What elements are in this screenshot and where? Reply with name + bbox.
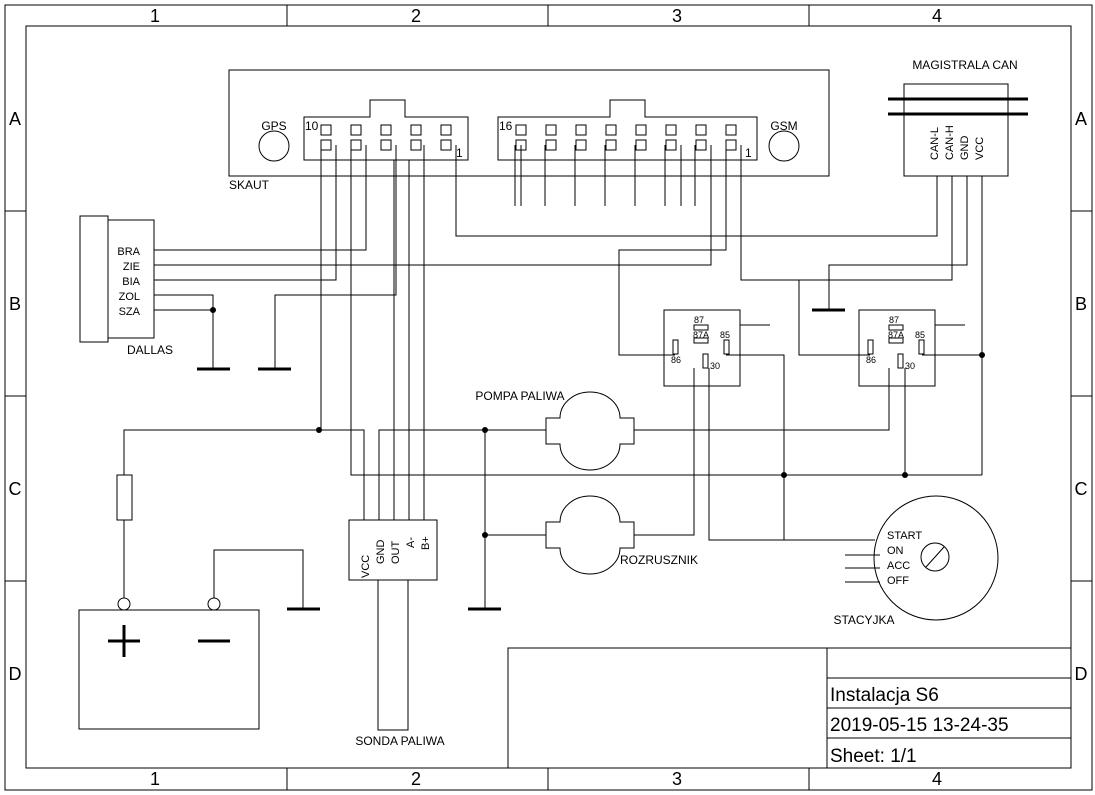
fuse [116, 474, 133, 521]
row-label-right-d: D [1075, 664, 1088, 684]
relay1-pin-85: 85 [720, 330, 730, 340]
gps-label: GPS [261, 119, 286, 133]
relay1-pin-87: 87 [694, 315, 704, 325]
relay-1: 87 87A 85 86 30 [663, 309, 741, 387]
dallas-pin-zie: ZIE [123, 261, 140, 273]
relay1-pin-30: 30 [710, 361, 720, 371]
pin-label-10: 10 [305, 119, 319, 133]
sensor-pin-gnd: GND [375, 540, 387, 565]
relay2-pin-87: 87 [889, 315, 899, 325]
col-label-bottom-3: 3 [672, 769, 682, 789]
row-label-right-c: C [1075, 479, 1088, 499]
title-block: Instalacja S6 2019-05-15 13-24-35 Sheet:… [507, 647, 1072, 769]
sensor-pin-b-plus: B+ [420, 536, 432, 550]
dallas-pin-bia: BIA [122, 276, 140, 288]
col-label-top-1: 1 [150, 6, 160, 26]
col-label-top-2: 2 [411, 6, 421, 26]
fuel-level-sensor: VCC GND OUT A- B+ SONDA PALIWA [348, 519, 445, 748]
row-label-left-c: C [9, 479, 22, 499]
row-label-left-d: D [9, 664, 22, 684]
col-label-bottom-4: 4 [932, 769, 942, 789]
can-bus-label: MAGISTRALA CAN [912, 58, 1017, 72]
ignition-pos-on: ON [887, 545, 904, 557]
battery [78, 597, 260, 730]
col-label-bottom-2: 2 [411, 769, 421, 789]
battery-positive-terminal [117, 597, 131, 611]
starter-motor: ROZRUSZNIK [545, 495, 698, 575]
unused-wire-stubs [514, 145, 696, 206]
gsm-antenna-socket [768, 130, 800, 162]
dallas-pin-sza: SZA [119, 306, 141, 318]
skaut-module: SKAUT GPS GSM 10 1 16 1 [228, 69, 830, 206]
drawing-frame: 1 2 3 4 1 2 3 4 A B C D A B C D [4, 4, 1093, 791]
relay2-pin-86: 86 [866, 355, 876, 365]
dallas-pin-zol: ZOL [119, 291, 140, 303]
connector-16pin-terminals [515, 124, 737, 151]
gsm-label: GSM [770, 119, 797, 133]
fuel-pump-motor: POMPA PALIWA [475, 389, 635, 471]
connector-10pin-terminals [320, 124, 452, 151]
col-label-top-4: 4 [932, 6, 942, 26]
gps-antenna-socket [258, 130, 290, 162]
skaut-connector-16pin [497, 99, 758, 161]
sensor-pin-vcc: VCC [360, 555, 372, 578]
fuel-pump-label: POMPA PALIWA [475, 389, 564, 403]
relay2-pin-87a: 87A [888, 330, 904, 340]
relay-2: 87 87A 85 86 30 [858, 309, 936, 387]
can-bus-connector: MAGISTRALA CAN CAN-L CAN-H GND VCC [888, 58, 1028, 177]
row-label-right-a: A [1075, 109, 1087, 129]
ignition-key-icon [920, 542, 950, 572]
pin-label-16: 16 [499, 119, 513, 133]
relay1-pin-87a: 87A [693, 330, 709, 340]
ignition-pos-start: START [887, 530, 922, 542]
drawing-title: Instalacja S6 [830, 685, 939, 706]
row-label-left-b: B [9, 294, 21, 314]
wiring [123, 145, 985, 609]
ignition-label: STACYJKA [833, 613, 894, 627]
relay1-pin-86: 86 [671, 355, 681, 365]
sensor-pin-out: OUT [390, 541, 402, 565]
pin-label-1-right: 1 [745, 146, 752, 160]
dallas-label: DALLAS [127, 343, 173, 357]
ignition-switch: START ON ACC OFF STACYJKA [833, 495, 999, 627]
row-label-right-b: B [1075, 294, 1087, 314]
row-label-left-a: A [9, 109, 21, 129]
drawing-sheet-number: Sheet: 1/1 [830, 746, 917, 767]
dallas-pin-bra: BRA [117, 246, 140, 258]
dallas-reader: BRA ZIE BIA ZOL SZA DALLAS [79, 215, 173, 357]
can-pin-vcc: VCC [974, 137, 986, 160]
sensor-pin-a-minus: A- [405, 537, 417, 548]
col-label-bottom-1: 1 [150, 769, 160, 789]
ignition-pos-acc: ACC [887, 560, 910, 572]
fuel-sensor-label: SONDA PALIWA [355, 734, 444, 748]
can-pin-can-l: CAN-L [929, 127, 941, 160]
pin-label-1-left: 1 [456, 146, 463, 160]
relay2-pin-85: 85 [915, 330, 925, 340]
relay2-pin-30: 30 [905, 361, 915, 371]
skaut-label: SKAUT [229, 178, 270, 192]
skaut-connector-10pin [303, 99, 469, 161]
starter-label: ROZRUSZNIK [620, 553, 698, 567]
can-pin-can-h: CAN-H [944, 125, 956, 160]
ignition-pos-off: OFF [887, 575, 909, 587]
col-label-top-3: 3 [672, 6, 682, 26]
battery-negative-terminal [207, 597, 221, 611]
drawing-date: 2019-05-15 13-24-35 [830, 715, 1009, 736]
can-pin-gnd: GND [959, 136, 971, 161]
